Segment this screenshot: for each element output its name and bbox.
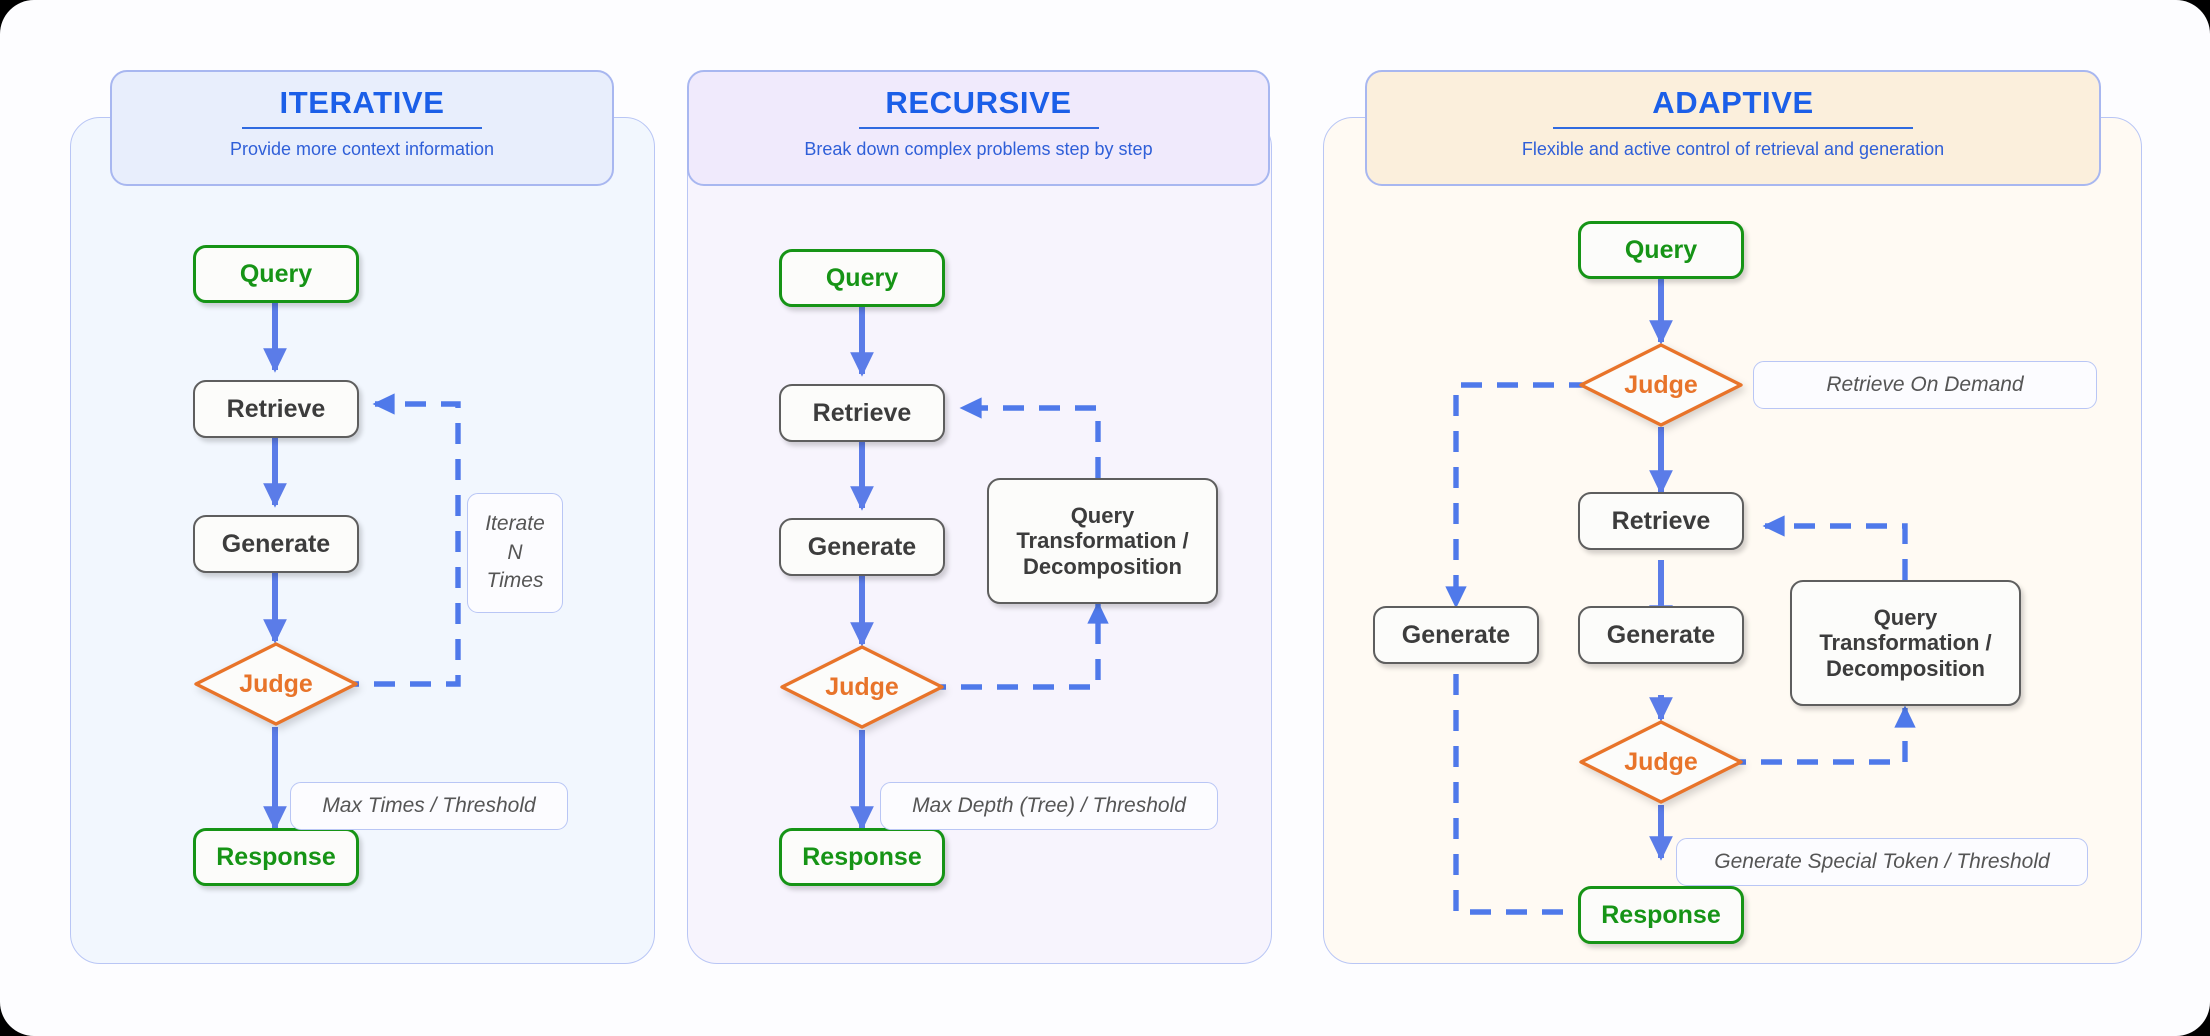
node-generate[interactable]: Generate xyxy=(193,515,359,573)
annotation-max-depth-threshold: Max Depth (Tree) / Threshold xyxy=(880,782,1218,830)
node-generate-mid[interactable]: Generate xyxy=(1578,606,1744,664)
node-response[interactable]: Response xyxy=(1578,886,1744,944)
annotation-iterate-n-times: Iterate N Times xyxy=(467,493,563,613)
node-label: Query Transformation / Decomposition xyxy=(1016,502,1189,579)
node-judge-top[interactable]: Judge xyxy=(1578,342,1744,428)
panel-title-recursive: RECURSIVE xyxy=(885,85,1072,120)
annotation-generate-special-token-threshold: Generate Special Token / Threshold xyxy=(1676,838,2088,886)
title-card-adaptive: ADAPTIVE Flexible and active control of … xyxy=(1365,70,2101,186)
node-retrieve[interactable]: Retrieve xyxy=(1578,492,1744,550)
panel-subtitle-recursive: Break down complex problems step by step xyxy=(804,138,1153,159)
panel-subtitle-adaptive: Flexible and active control of retrieval… xyxy=(1521,138,1945,159)
node-judge-label: Judge xyxy=(1624,747,1698,776)
annotation-retrieve-on-demand: Retrieve On Demand xyxy=(1753,361,2097,409)
node-judge-label: Judge xyxy=(825,672,899,701)
title-card-recursive: RECURSIVE Break down complex problems st… xyxy=(687,70,1270,186)
node-judge-label: Judge xyxy=(239,669,313,698)
title-divider xyxy=(858,127,1099,129)
node-query[interactable]: Query xyxy=(779,249,945,307)
title-card-iterative: ITERATIVE Provide more context informati… xyxy=(110,70,614,186)
node-generate-left[interactable]: Generate xyxy=(1373,606,1539,664)
panel-subtitle-iterative: Provide more context information xyxy=(229,138,495,159)
node-generate[interactable]: Generate xyxy=(779,518,945,576)
title-divider xyxy=(242,127,482,129)
node-judge[interactable]: Judge xyxy=(193,641,359,727)
node-retrieve[interactable]: Retrieve xyxy=(193,380,359,438)
node-response[interactable]: Response xyxy=(779,828,945,886)
node-retrieve[interactable]: Retrieve xyxy=(779,384,945,442)
annotation-max-times-threshold: Max Times / Threshold xyxy=(290,782,568,830)
node-label: Query Transformation / Decomposition xyxy=(1819,604,1992,681)
node-judge-bottom[interactable]: Judge xyxy=(1578,719,1744,805)
node-query[interactable]: Query xyxy=(193,245,359,303)
title-divider xyxy=(1553,127,1913,129)
node-judge-label: Judge xyxy=(1624,370,1698,399)
node-response[interactable]: Response xyxy=(193,828,359,886)
panel-iterative xyxy=(70,117,655,964)
panel-title-iterative: ITERATIVE xyxy=(279,85,445,120)
panel-title-adaptive: ADAPTIVE xyxy=(1652,85,1814,120)
node-query-transformation[interactable]: Query Transformation / Decomposition xyxy=(1790,580,2021,706)
annotation-line: Iterate N Times xyxy=(485,512,545,593)
node-query[interactable]: Query xyxy=(1578,221,1744,279)
node-judge[interactable]: Judge xyxy=(779,644,945,730)
node-query-transformation[interactable]: Query Transformation / Decomposition xyxy=(987,478,1218,604)
